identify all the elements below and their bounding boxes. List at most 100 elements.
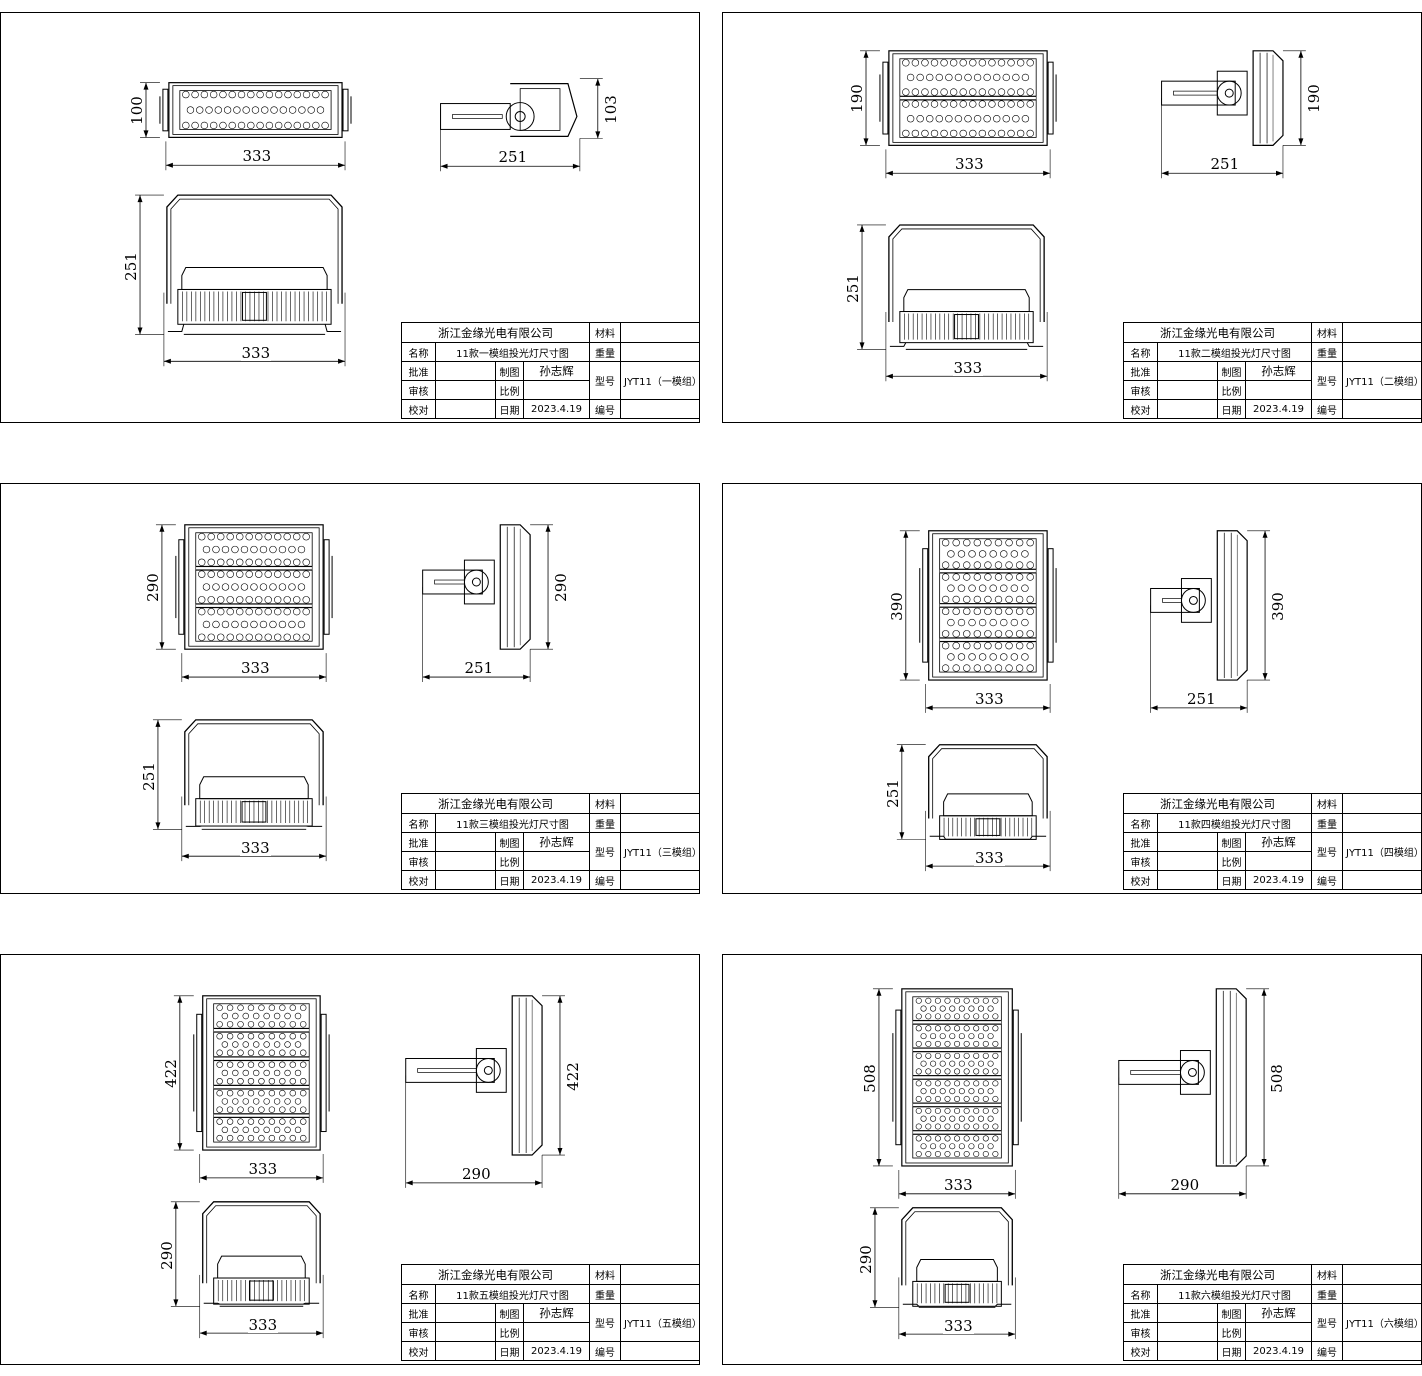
label-date: 日期	[1217, 399, 1246, 419]
material-value	[1342, 322, 1422, 343]
label-name: 名称	[401, 1284, 436, 1304]
dim-front-height: 422	[161, 1058, 180, 1089]
label-model: 型号	[1311, 361, 1343, 400]
label-weight: 重量	[1311, 342, 1343, 362]
company-name: 浙江金缘光电有限公司	[1123, 1264, 1312, 1285]
label-number: 编号	[589, 870, 621, 890]
date-value: 2023.4.19	[523, 1341, 590, 1361]
drawing-name: 11款五模组投光灯尺寸图	[435, 1284, 590, 1304]
label-scale: 比例	[1217, 1322, 1246, 1342]
label-approve: 批准	[1123, 361, 1158, 381]
scale-value	[1245, 1322, 1312, 1342]
label-approve: 批准	[401, 832, 436, 852]
dim-side-width: 251	[1209, 154, 1241, 173]
label-approve: 批准	[401, 1303, 436, 1323]
model-value: JYT11（二模组）	[1342, 361, 1422, 400]
number-value	[1342, 870, 1422, 890]
label-proof: 校对	[401, 399, 436, 419]
number-value	[620, 1341, 700, 1361]
dim-bottom-height: 251	[883, 778, 902, 809]
label-material: 材料	[1311, 322, 1343, 343]
technical-drawing	[170, 995, 565, 1339]
label-approve: 批准	[401, 361, 436, 381]
label-review: 审核	[401, 1322, 436, 1342]
dim-front-height: 100	[127, 95, 146, 126]
drawing-name: 11款一模组投光灯尺寸图	[435, 342, 590, 362]
number-value	[620, 399, 700, 419]
drafter-name: 孙志辉	[523, 1303, 590, 1323]
approve-value	[435, 832, 496, 852]
material-value	[1342, 1264, 1422, 1285]
label-review: 审核	[1123, 1322, 1158, 1342]
drafter-name: 孙志辉	[1245, 361, 1312, 381]
dim-bottom-height: 290	[157, 1240, 176, 1271]
weight-value	[1342, 342, 1422, 362]
dim-bottom-width: 333	[247, 1315, 279, 1334]
drafter-name: 孙志辉	[1245, 832, 1312, 852]
model-value: JYT11（五模组）	[620, 1303, 700, 1342]
label-date: 日期	[495, 1341, 524, 1361]
side-view	[440, 83, 578, 137]
dim-bottom-width: 333	[952, 358, 984, 377]
label-proof: 校对	[401, 1341, 436, 1361]
dim-front-width: 333	[240, 658, 271, 677]
dim-side-height: 422	[563, 1060, 582, 1092]
number-value	[1342, 399, 1422, 419]
label-name: 名称	[401, 813, 436, 833]
front-view	[193, 995, 330, 1151]
dim-side-width: 251	[497, 147, 529, 166]
dim-front-height: 290	[143, 572, 162, 603]
front-view	[919, 530, 1057, 681]
dim-bottom-width: 333	[240, 343, 272, 362]
technical-drawing	[135, 78, 603, 367]
label-weight: 重量	[1311, 1284, 1343, 1304]
material-value	[1342, 793, 1422, 814]
scale-value	[523, 851, 590, 871]
label-scale: 比例	[495, 851, 524, 871]
company-name: 浙江金缘光电有限公司	[1123, 322, 1312, 343]
drawing-name: 11款三模组投光灯尺寸图	[435, 813, 590, 833]
label-model: 型号	[589, 361, 621, 400]
date-value: 2023.4.19	[1245, 1341, 1312, 1361]
side-view	[405, 995, 543, 1156]
label-drawn: 制图	[495, 361, 524, 381]
dim-front-width: 333	[974, 689, 1005, 708]
company-name: 浙江金缘光电有限公司	[401, 793, 590, 814]
label-scale: 比例	[1217, 851, 1246, 871]
dim-front-height: 390	[887, 590, 906, 622]
label-date: 日期	[1217, 870, 1246, 890]
bottom-view	[166, 194, 343, 335]
drafter-name: 孙志辉	[523, 361, 590, 381]
company-name: 浙江金缘光电有限公司	[1123, 793, 1312, 814]
label-model: 型号	[1311, 1303, 1343, 1342]
label-date: 日期	[495, 399, 524, 419]
weight-value	[1342, 813, 1422, 833]
number-value	[1342, 1341, 1422, 1361]
label-number: 编号	[589, 1341, 621, 1361]
dim-front-height: 508	[860, 1062, 879, 1094]
label-material: 材料	[589, 1264, 621, 1285]
dim-side-height: 390	[1268, 590, 1287, 622]
scale-value	[523, 380, 590, 400]
label-scale: 比例	[495, 1322, 524, 1342]
weight-value	[1342, 1284, 1422, 1304]
dim-bottom-width: 333	[943, 1316, 974, 1335]
dim-side-height: 508	[1267, 1062, 1286, 1094]
approve-value	[435, 1303, 496, 1323]
dim-side-width: 251	[1186, 689, 1217, 708]
proof-value	[435, 1341, 496, 1361]
dim-front-width: 333	[943, 1175, 974, 1194]
label-number: 编号	[1311, 870, 1343, 890]
label-weight: 重量	[1311, 813, 1343, 833]
review-value	[435, 1322, 496, 1342]
approve-value	[1157, 361, 1218, 381]
bottom-view	[901, 1207, 1013, 1308]
model-value: JYT11（六模组）	[1342, 1303, 1422, 1342]
dim-bottom-height: 251	[139, 760, 158, 792]
approve-value	[435, 361, 496, 381]
technical-drawing	[152, 524, 554, 862]
